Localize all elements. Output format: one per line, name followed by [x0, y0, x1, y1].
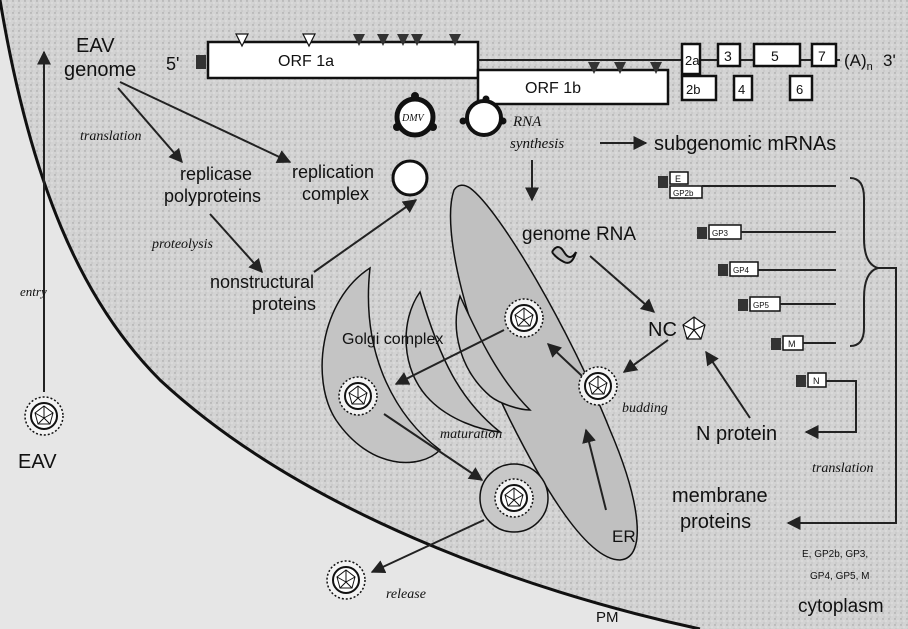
- virion-icon-released: [327, 561, 365, 599]
- orf1a-box: [208, 42, 478, 78]
- orf-label-4: 4: [738, 82, 745, 97]
- mrna-label-gp5: GP5: [753, 301, 770, 310]
- virion-icon-er-top: [505, 299, 543, 337]
- virion-icon-golgi: [339, 377, 377, 415]
- orf-label-3: 3: [724, 48, 732, 64]
- orf1a-label: ORF 1a: [278, 53, 334, 70]
- replication-complex-vesicle: [467, 101, 501, 135]
- entry-label: entry: [20, 284, 47, 299]
- mrna-label-gp2b: GP2b: [673, 189, 694, 198]
- mrna-label-n: N: [813, 376, 820, 386]
- proteolysis-label: proteolysis: [151, 237, 213, 252]
- nc-label: NC: [648, 319, 677, 341]
- orf-label-2a: 2a: [685, 53, 700, 68]
- orf-label-2b: 2b: [686, 82, 700, 97]
- n-protein-label: N protein: [696, 423, 777, 445]
- er-label: ER: [612, 527, 636, 546]
- genome-rna-label: genome RNA: [522, 224, 636, 245]
- five-prime-cap: [196, 55, 206, 69]
- translation-label: translation: [80, 129, 141, 144]
- orf-label-6: 6: [796, 82, 803, 97]
- translation-right-label: translation: [812, 461, 873, 476]
- budding-label: budding: [622, 401, 668, 416]
- dmv-label: DMV: [401, 113, 426, 124]
- virion-icon-entry: [25, 397, 63, 435]
- golgi-complex-label: Golgi complex: [342, 331, 443, 348]
- orf1b-label: ORF 1b: [525, 80, 581, 97]
- virion-icon-vesicle: [495, 479, 533, 517]
- mrna-label-e: E: [675, 174, 681, 184]
- virion-icon-budding: [579, 367, 617, 405]
- subgenomic-mrnas-label: subgenomic mRNAs: [654, 133, 836, 155]
- cytoplasm-label: cytoplasm: [798, 596, 884, 617]
- maturation-label: maturation: [440, 427, 502, 442]
- three-prime-label: 3': [883, 51, 896, 70]
- mrna-label-gp4: GP4: [733, 266, 750, 275]
- mrna-label-gp3: GP3: [712, 229, 729, 238]
- replication-complex-circle: [393, 161, 427, 195]
- eav-label: EAV: [18, 451, 57, 473]
- release-label: release: [386, 587, 426, 602]
- orf-label-5: 5: [771, 48, 779, 64]
- pm-label: PM: [596, 609, 619, 626]
- orf-label-7: 7: [818, 48, 826, 64]
- mrna-label-m: M: [788, 339, 796, 349]
- five-prime-label: 5': [166, 54, 179, 74]
